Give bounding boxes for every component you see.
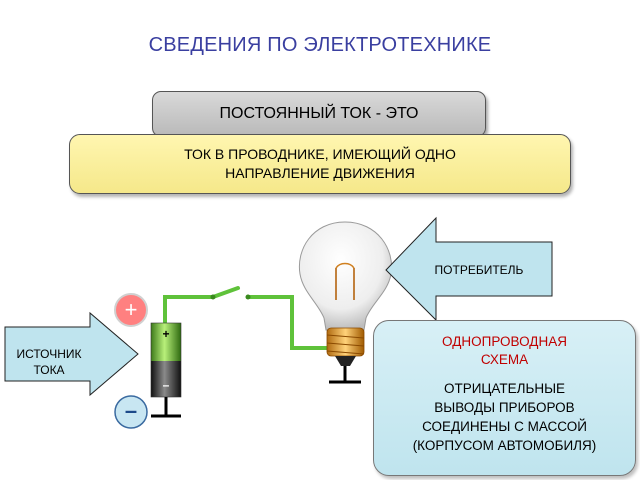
battery-plus-sign: + (162, 327, 170, 341)
light-bulb-icon (298, 221, 393, 366)
plus-sign: + (124, 297, 138, 322)
source-label: ИСТОЧНИК ТОКА (8, 346, 90, 378)
switch-icon (211, 286, 240, 299)
note-body-line3: СОЕДИНЕНЫ С МАССОЙ (422, 419, 587, 434)
minus-sign: – (124, 398, 138, 423)
consumer-arrow (385, 216, 553, 322)
page-title: СВЕДЕНИЯ ПО ЭЛЕКТРОТЕХНИКЕ (148, 34, 492, 56)
note-heading-line2: СХЕМА (480, 352, 529, 367)
note-body-line2: ВЫВОДЫ ПРИБОРОВ (434, 400, 575, 415)
source-label-line1: ИСТОЧНИК (16, 347, 82, 361)
plus-terminal-circle (114, 293, 148, 327)
note-body-line4: (КОРПУСОМ АВТОМОБИЛЯ) (412, 438, 597, 453)
source-label-line2: ТОКА (33, 363, 65, 377)
definition-text-box: ТОК В ПРОВОДНИКЕ, ИМЕЮЩИЙ ОДНО НАПРАВЛЕН… (69, 134, 571, 194)
consumer-label: ПОТРЕБИТЕЛЬ (434, 263, 524, 277)
source-arrow (4, 311, 139, 397)
ground-symbol-icon (329, 366, 361, 384)
definition-heading: ПОСТОЯННЫЙ ТОК - ЭТО (219, 105, 419, 122)
wire-positive (163, 286, 332, 350)
single-wire-note-box: ОДНОПРОВОДНАЯ СХЕМА ОТРИЦАТЕЛЬНЫЕ ВЫВОДЫ… (373, 320, 636, 476)
minus-terminal-circle (114, 395, 148, 429)
battery-minus-sign: – (162, 378, 170, 392)
note-body-line1: ОТРИЦАТЕЛЬНЫЕ (443, 381, 566, 396)
definition-text-line1: ТОК В ПРОВОДНИКЕ, ИМЕЮЩИЙ ОДНО (184, 146, 456, 162)
ground-symbol-icon (151, 397, 181, 418)
definition-text-line2: НАПРАВЛЕНИЕ ДВИЖЕНИЯ (225, 165, 415, 181)
note-heading-line1: ОДНОПРОВОДНАЯ (442, 334, 567, 349)
battery-icon (150, 322, 182, 398)
